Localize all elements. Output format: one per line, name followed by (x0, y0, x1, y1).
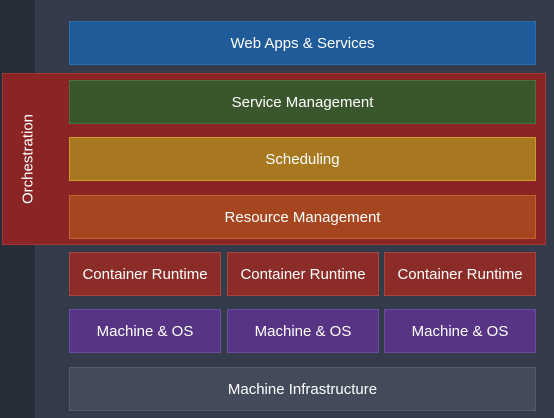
service-management-layer: Service Management (69, 80, 536, 124)
machine-os-box: Machine & OS (384, 309, 536, 353)
service-management-label: Service Management (231, 93, 374, 111)
machine-os-box: Machine & OS (69, 309, 221, 353)
container-runtime-label: Container Runtime (397, 265, 523, 283)
machine-os-label: Machine & OS (411, 322, 509, 340)
container-runtime-label: Container Runtime (82, 265, 208, 283)
container-runtime-box: Container Runtime (227, 252, 379, 296)
machine-infrastructure-label: Machine Infrastructure (227, 380, 378, 398)
container-runtime-box: Container Runtime (69, 252, 221, 296)
machine-os-box: Machine & OS (227, 309, 379, 353)
web-apps-label: Web Apps & Services (230, 34, 375, 52)
orchestration-label: Orchestration (19, 113, 37, 205)
scheduling-layer: Scheduling (69, 137, 536, 181)
machine-os-label: Machine & OS (96, 322, 194, 340)
machine-os-label: Machine & OS (254, 322, 352, 340)
container-runtime-box: Container Runtime (384, 252, 536, 296)
web-apps-layer: Web Apps & Services (69, 21, 536, 65)
resource-management-label: Resource Management (224, 208, 381, 226)
machine-infrastructure-layer: Machine Infrastructure (69, 367, 536, 411)
scheduling-label: Scheduling (265, 150, 340, 168)
container-runtime-label: Container Runtime (240, 265, 366, 283)
resource-management-layer: Resource Management (69, 195, 536, 239)
